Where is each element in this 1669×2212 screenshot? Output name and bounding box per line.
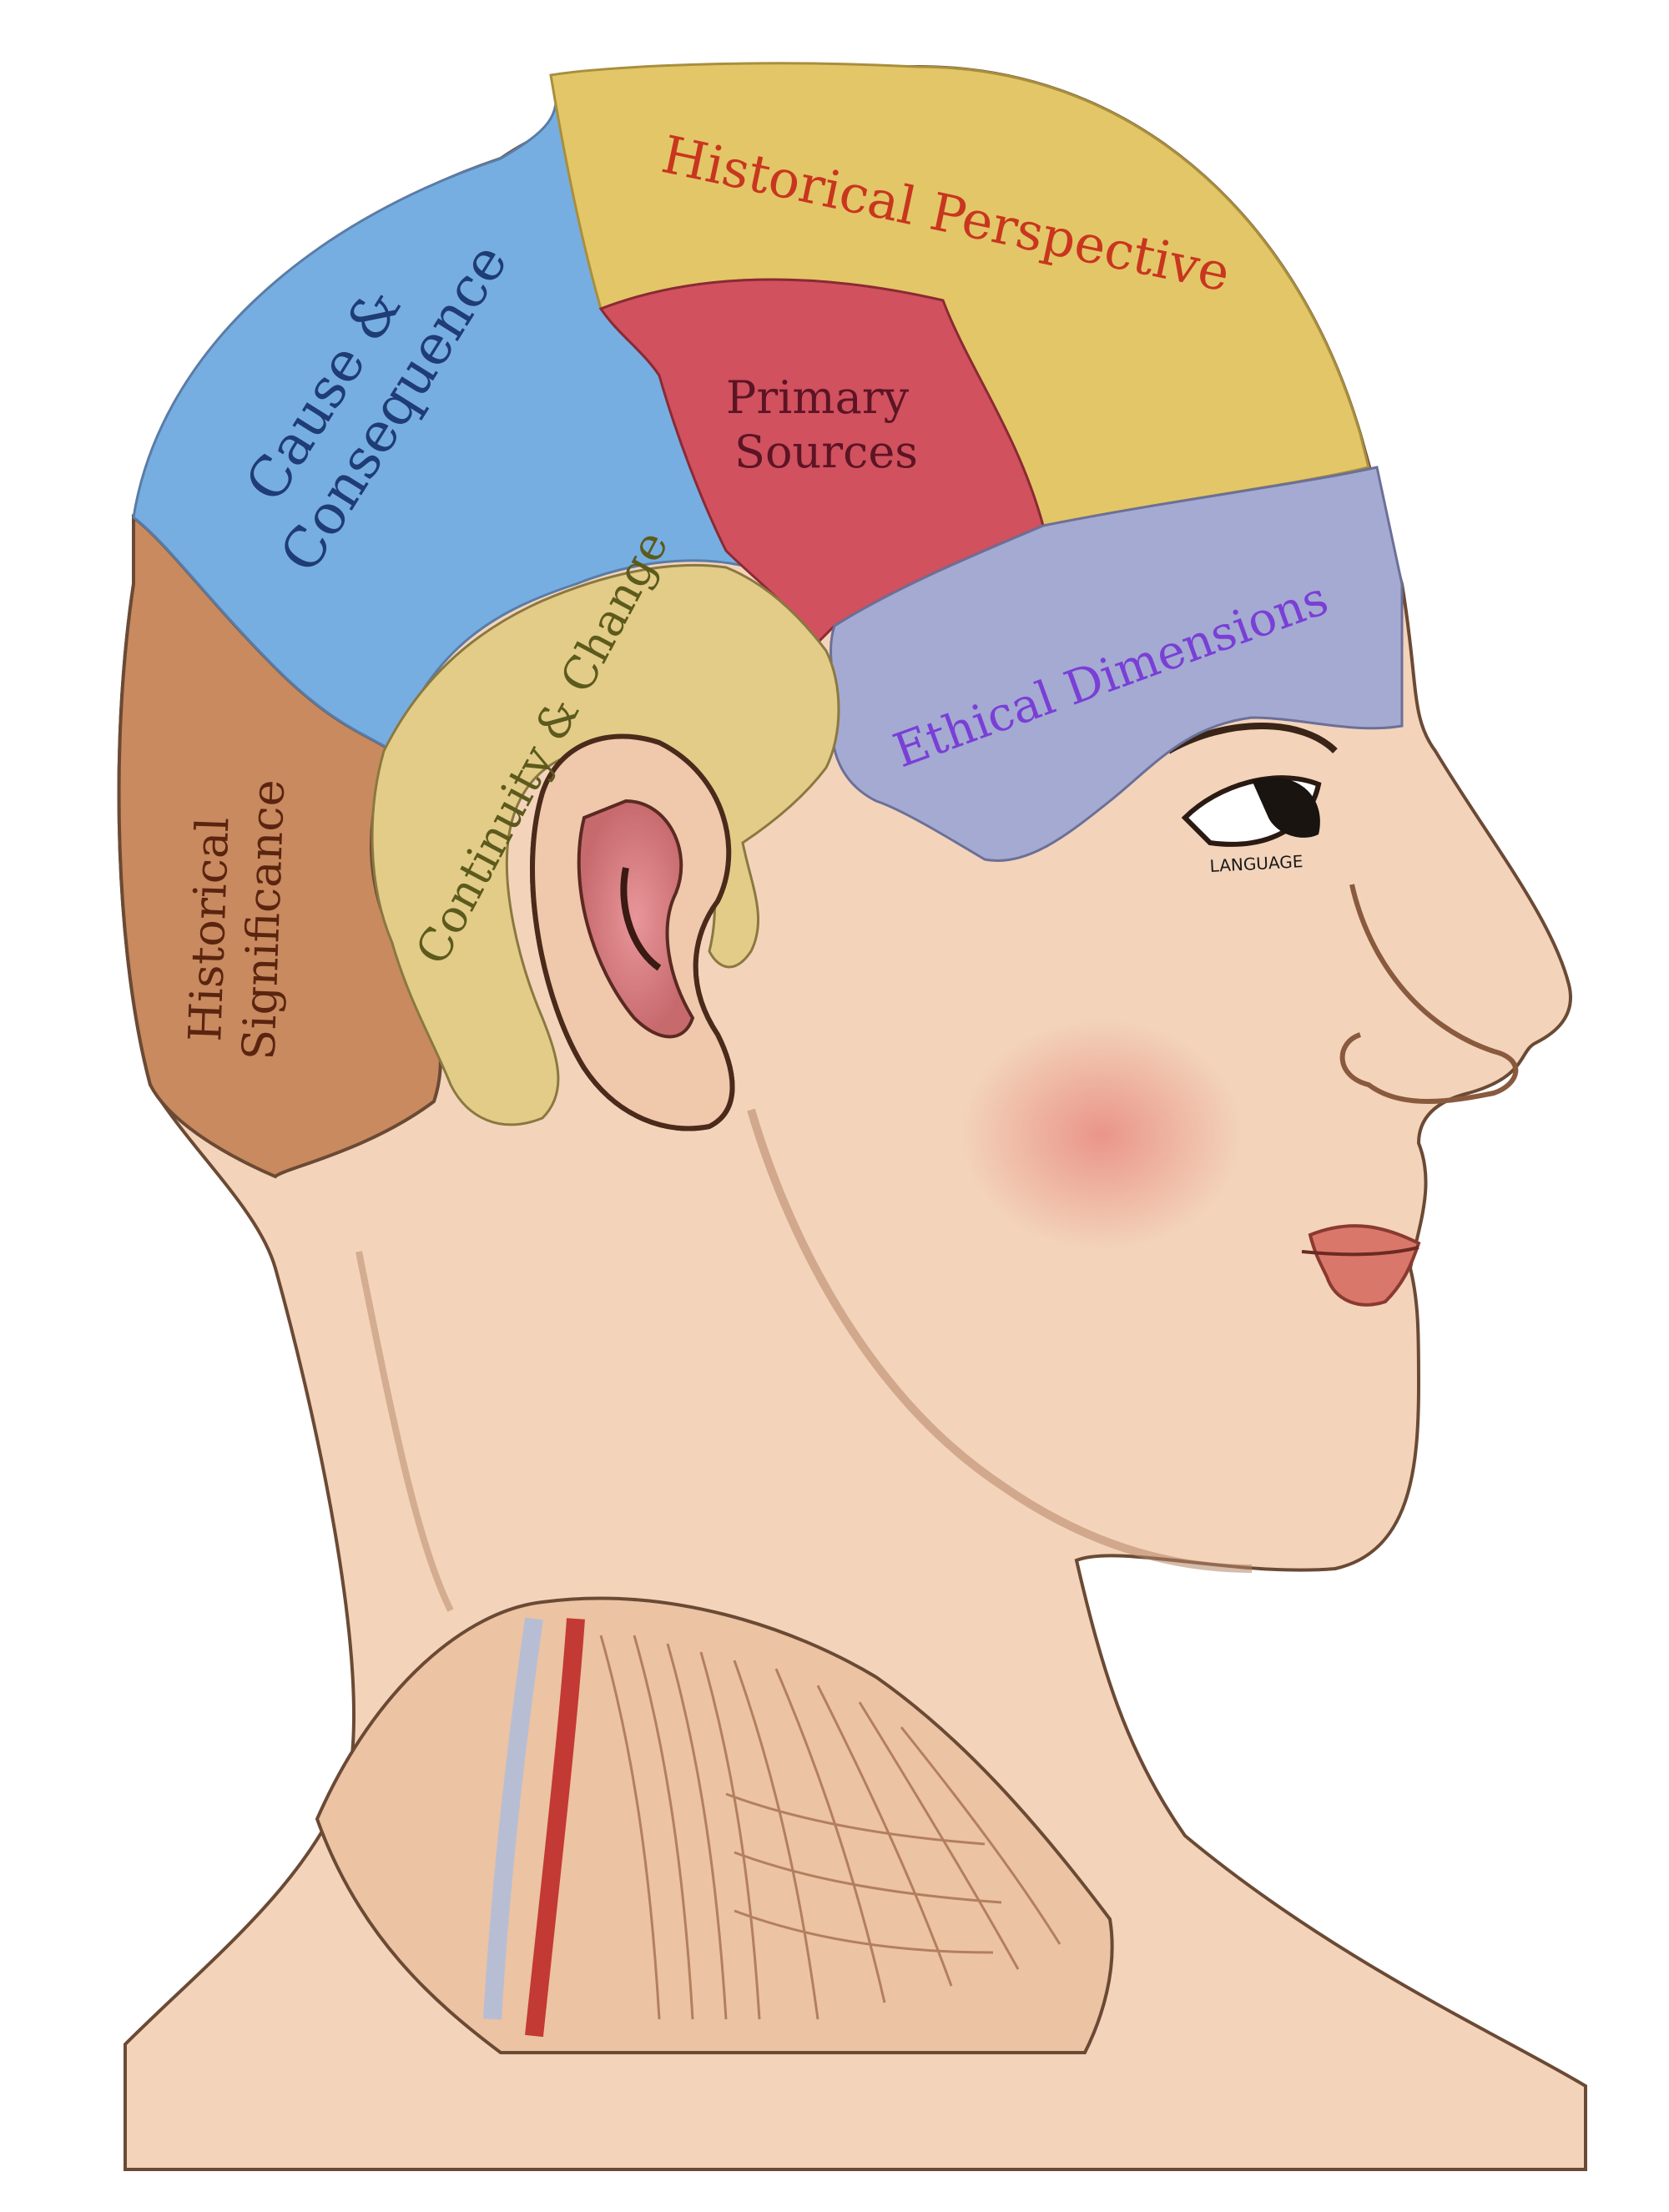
cheek-blush [960, 1018, 1243, 1252]
nose [1339, 884, 1519, 1104]
vein [483, 1617, 543, 2020]
label-historical-significance-line-1: Historical [179, 816, 239, 1042]
lips [1308, 1224, 1421, 1307]
label-primary-sources-line-1: Primary [726, 371, 910, 424]
label-historical-significance: Historical Significance [179, 778, 295, 1061]
jaw-shadow [747, 1108, 1253, 1573]
label-historical-significance-line-2: Significance [232, 778, 295, 1061]
neck-muscle-lines [599, 1635, 1061, 2020]
label-primary-sources-line-2: Sources [734, 426, 918, 478]
eye [1167, 723, 1338, 847]
region-ethical-dimensions [829, 466, 1404, 862]
neck-shadow [355, 1251, 454, 1612]
language-label: LANGUAGE [1209, 851, 1303, 876]
lip-line [1301, 1246, 1419, 1257]
artery [525, 1618, 585, 2038]
label-primary-sources: Primary Sources [726, 371, 918, 478]
ear-front [530, 733, 735, 1131]
